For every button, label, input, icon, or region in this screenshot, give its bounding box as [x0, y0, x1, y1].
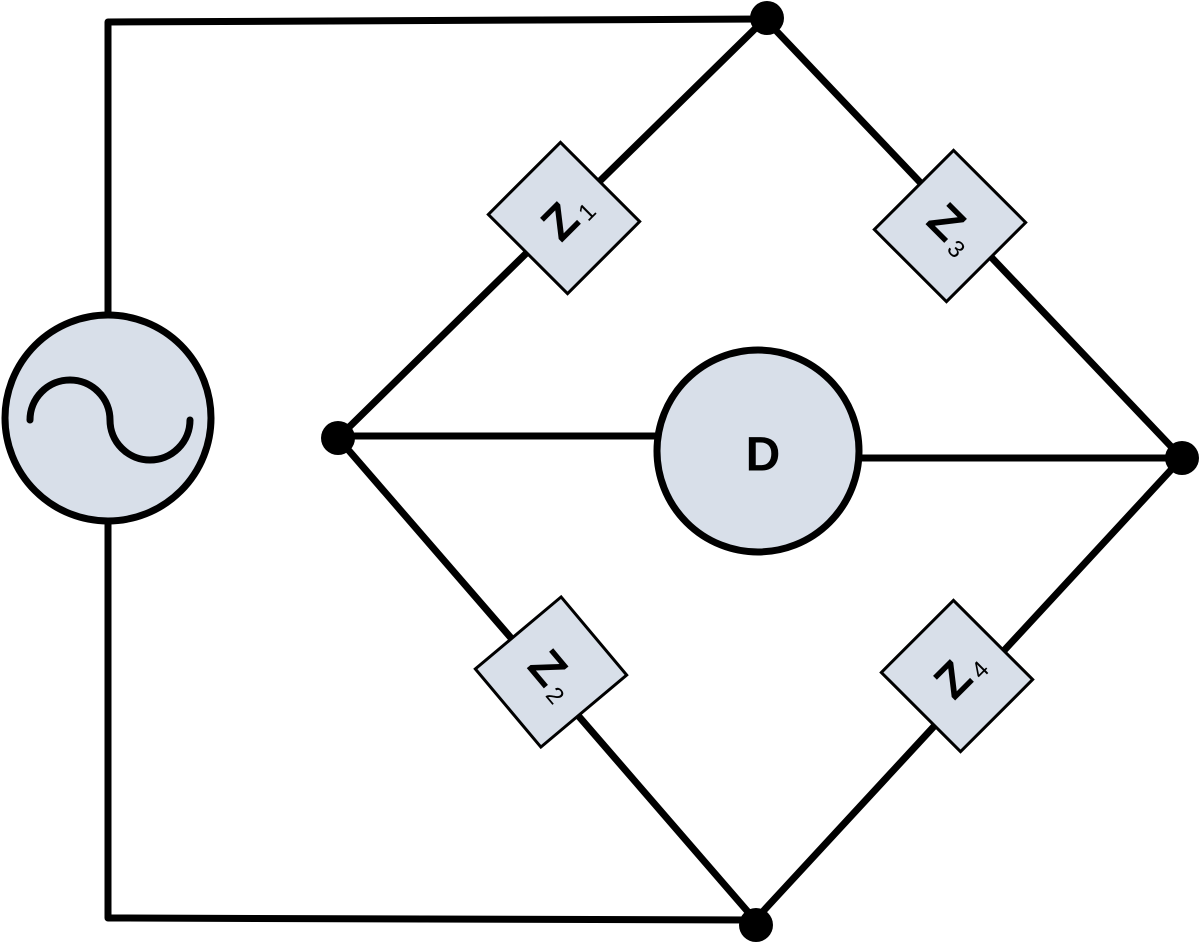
impedance-z4-box	[879, 598, 1035, 754]
impedance-z4: Z 4	[879, 598, 1035, 754]
detector-circle	[653, 346, 863, 556]
impedance-z3-box	[872, 148, 1028, 304]
impedance-z2: Z 2	[473, 594, 629, 750]
node-top	[750, 1, 784, 35]
ac-source	[1, 311, 215, 525]
source-wires	[104, 15, 769, 924]
node-bottom	[739, 908, 773, 942]
source-bottom-wire	[104, 518, 759, 924]
node-left	[321, 421, 355, 455]
detector-label: D	[746, 429, 781, 482]
junction-nodes	[321, 1, 1199, 942]
detector: D	[653, 346, 863, 556]
source-top-wire	[104, 15, 769, 320]
node-right	[1165, 441, 1199, 475]
impedance-z1-box	[486, 140, 642, 296]
impedance-z1: Z 1	[486, 140, 642, 296]
impedance-z2-box	[473, 594, 629, 750]
impedance-z3: Z 3	[872, 148, 1028, 304]
ac-sine-icon	[26, 376, 194, 464]
